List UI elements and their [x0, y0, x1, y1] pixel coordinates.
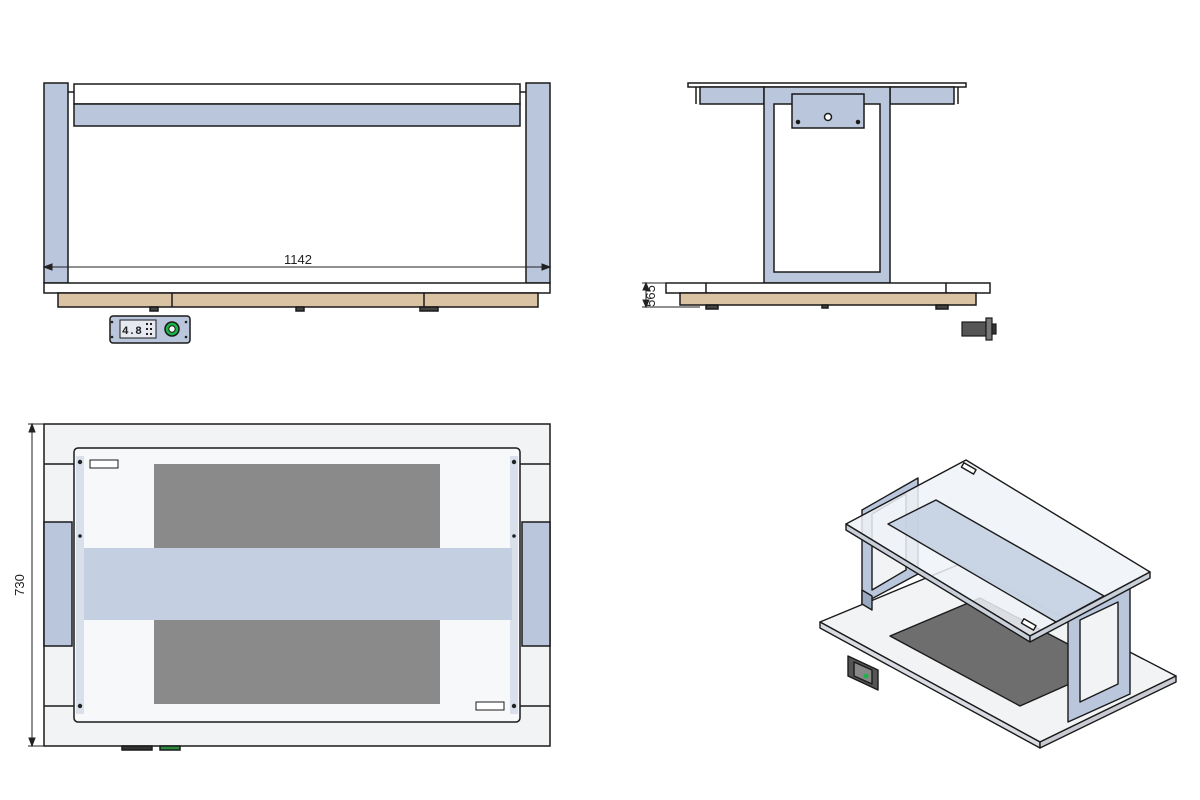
front-view — [43, 82, 551, 312]
width-dimension-label: 1142 — [284, 252, 312, 267]
front-left-column — [43, 82, 69, 284]
iso-control-panel — [847, 655, 879, 691]
front-crossbar — [73, 103, 521, 127]
front-base-plate — [43, 282, 551, 294]
height-dimension-label: 565 — [643, 285, 658, 307]
top-view — [43, 423, 551, 751]
top-heating-plate-lower — [154, 620, 440, 704]
side-view — [665, 82, 991, 310]
top-left-frame — [43, 521, 73, 647]
side-base-plate — [665, 282, 991, 294]
depth-dimension-label: 730 — [12, 574, 27, 596]
top-heating-plate-upper — [154, 464, 440, 548]
front-right-column — [525, 82, 551, 284]
top-crossbar — [84, 548, 512, 620]
control-display-value: 4.8 — [122, 326, 142, 338]
front-wood-plinth — [57, 292, 539, 308]
front-glass-top — [73, 83, 521, 105]
side-mounting-plate — [791, 93, 865, 129]
side-wood-plinth — [679, 292, 977, 306]
width-dimension — [42, 263, 552, 271]
side-connector — [961, 317, 997, 341]
depth-dimension — [28, 422, 44, 748]
top-right-frame — [521, 521, 551, 647]
isometric-view — [819, 459, 1177, 749]
height-dimension — [642, 281, 700, 309]
iso-crossbar — [887, 499, 1105, 623]
